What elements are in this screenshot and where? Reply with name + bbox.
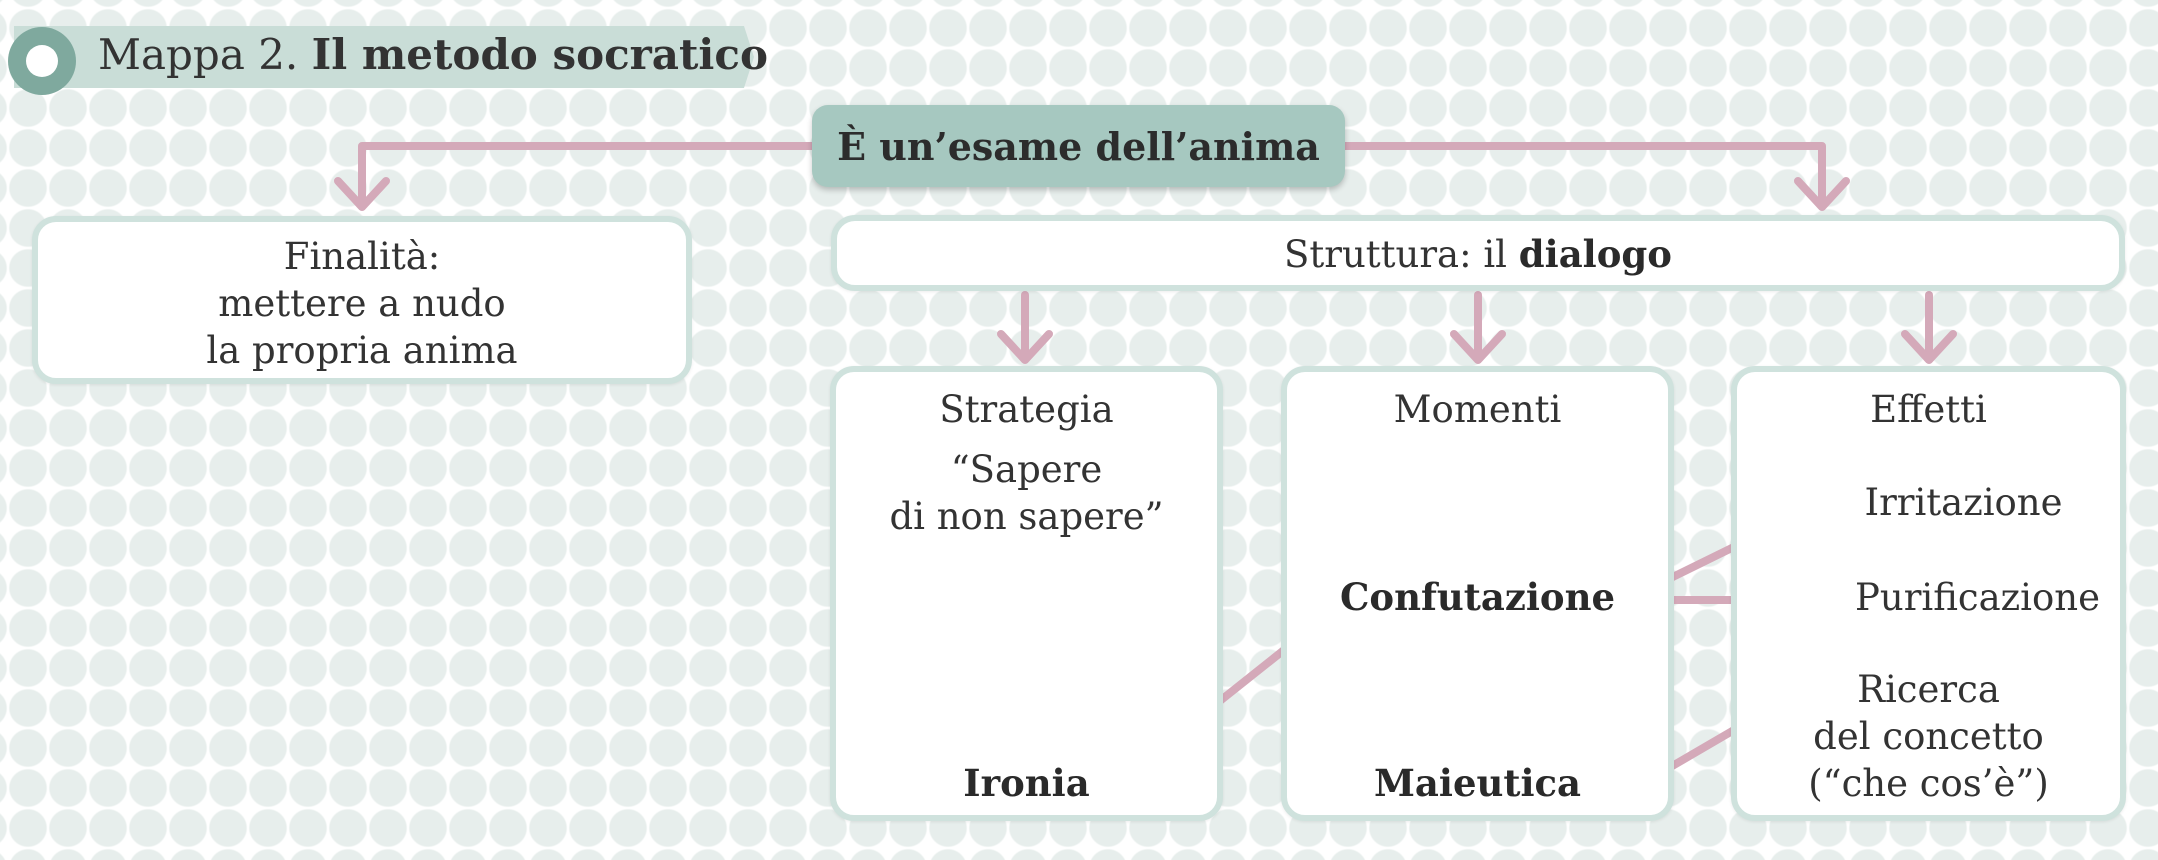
strategia-quote-line-1: “Sapere — [950, 448, 1103, 491]
strategia-box — [830, 366, 1223, 821]
purificazione-label: Purificazione — [1854, 576, 2101, 619]
ricerca-line-3: (“che cos’è”) — [1808, 762, 2049, 805]
finalita-line-2: mettere a nudo — [218, 282, 506, 325]
maieutica-label: Maieutica — [1373, 761, 1582, 805]
struttura-box — [831, 215, 2125, 291]
ricerca-line-2: del concetto — [1813, 715, 2044, 758]
root-label: È un’esame dell’anima — [837, 123, 1320, 169]
effetti-box — [1731, 366, 2126, 821]
ricerca-line-1: Ricerca — [1857, 668, 2000, 711]
title-prefix: Mappa 2. — [98, 30, 299, 79]
irritazione-label: Irritazione — [1864, 481, 2063, 524]
struttura-text: Struttura: il dialogo — [831, 231, 2125, 278]
struttura-emphasis: dialogo — [1518, 232, 1672, 276]
finalita-text: Finalità: mettere a nudo la propria anim… — [32, 233, 692, 374]
momenti-box — [1281, 366, 1674, 821]
title-main: Il metodo socratico — [311, 30, 768, 79]
finalita-box — [32, 216, 692, 384]
arrowhead-effetti — [1901, 330, 1957, 364]
strategia-heading: Strategia — [939, 388, 1114, 431]
header-bullet-dot — [26, 45, 58, 77]
ricerca-text: Ricerca del concetto (“che cos’è”) — [1731, 666, 2126, 807]
finalita-line-3: la propria anima — [206, 329, 518, 372]
connector-root-right — [1341, 142, 1826, 209]
arrowhead-struttura — [1794, 177, 1850, 211]
page-title: Mappa 2. Il metodo socratico — [98, 24, 768, 86]
momenti-heading: Momenti — [1393, 388, 1562, 431]
struttura-prefix: Struttura: il — [1284, 233, 1507, 276]
arrowhead-strategia — [997, 330, 1053, 364]
strategia-quote-line-2: di non sapere” — [889, 495, 1164, 538]
header-ribbon — [14, 26, 754, 88]
ironia-label: Ironia — [963, 761, 1090, 805]
strategia-quote: “Sapere di non sapere” — [830, 446, 1223, 540]
root-node: È un’esame dell’anima — [812, 105, 1345, 187]
arrowhead-momenti — [1450, 330, 1506, 364]
arrowhead-finalita — [334, 177, 390, 211]
connector-root-left — [358, 142, 816, 209]
confutazione-label: Confutazione — [1339, 575, 1616, 619]
effetti-heading: Effetti — [1870, 388, 1987, 431]
finalita-line-1: Finalità: — [283, 235, 441, 278]
